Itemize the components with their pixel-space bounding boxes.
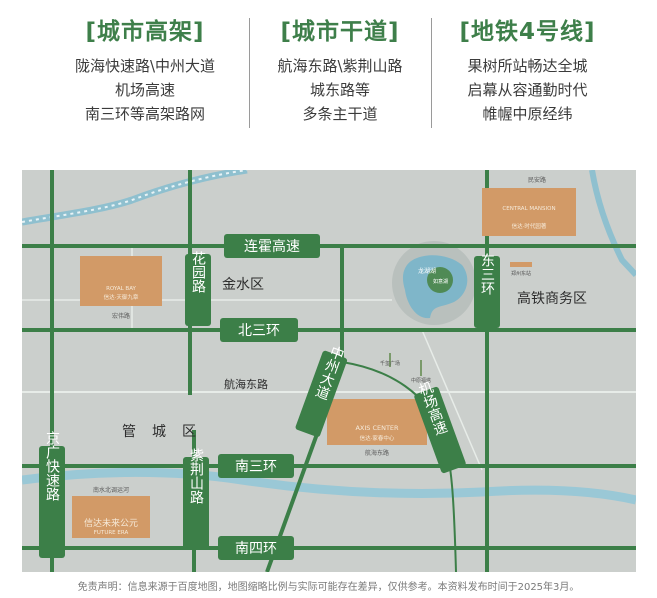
project-future-sub: FUTURE ERA — [94, 530, 129, 536]
project-royal-sub: 信达·天御九章 — [104, 293, 139, 301]
river — [22, 170, 248, 226]
road-badge-jingguang[interactable]: 京广快速路 — [39, 431, 65, 558]
road-badge-zijingshan[interactable]: 紫荆山路 — [183, 448, 209, 549]
col-line: 果树所站畅达全城 — [467, 57, 588, 75]
map-canvas: 龙湖湖 如意湖 ROYAL BAY 信达·天御九章 CENTRAL MANSIO… — [22, 170, 636, 572]
district-guancheng: 管城区 — [122, 424, 212, 440]
col-line: 航海东路\紫荆山路 — [277, 57, 403, 75]
road-badge-nansihuan-text: 南四环 — [235, 541, 277, 557]
road-badge-nansihuan[interactable]: 南四环 — [218, 536, 294, 560]
project-royal-name: ROYAL BAY — [106, 286, 136, 292]
road-badge-nansanhuan-text: 南三环 — [235, 459, 277, 475]
project-future-tag: 南水北调运河 — [93, 486, 129, 494]
col-title: [地铁4号线] — [459, 19, 596, 45]
tower-icon — [420, 360, 422, 376]
road-minor — [421, 329, 483, 471]
lake-island — [427, 267, 453, 293]
road-badge-beisanhuan-text: 北三环 — [238, 323, 280, 339]
road-badge-lianhuo-text: 连霍高速 — [244, 238, 300, 255]
project-axis[interactable] — [327, 399, 427, 445]
river-south — [22, 467, 636, 505]
project-central[interactable] — [482, 188, 576, 236]
col-line: 陇海快速路\中州大道 — [74, 57, 216, 75]
road-badge-nansanhuan[interactable]: 南三环 — [218, 454, 294, 478]
project-axis-sub: 信达·家春中心 — [360, 434, 395, 442]
col-line: 帷幄中原经纬 — [482, 105, 573, 123]
divider — [431, 18, 432, 128]
project-central-name: CENTRAL MANSION — [502, 206, 555, 212]
col-line: 多条主干道 — [302, 105, 378, 123]
plaza-icon — [389, 353, 391, 367]
plaza-label: 千玺广场 — [380, 360, 400, 367]
lake-label: 龙湖湖 — [418, 267, 436, 275]
project-axis-name: AXIS CENTER — [355, 424, 399, 432]
col-title: [城市干道] — [280, 19, 400, 45]
header-col-highway: [城市高架] 陇海快速路\中州大道 机场高速 南三环等高架路网 — [50, 12, 240, 126]
col-title: [城市高架] — [85, 19, 205, 45]
divider — [249, 18, 250, 128]
col-line: 机场高速 — [114, 81, 175, 99]
road-badge-jingguang-text: 京广快速路 — [44, 431, 60, 501]
road-badge-huayuan-text: 花园路 — [190, 251, 206, 293]
project-royal-tag: 宏伟路 — [112, 312, 130, 320]
map[interactable]: 龙湖湖 如意湖 ROYAL BAY 信达·天御九章 CENTRAL MANSIO… — [22, 170, 636, 572]
road-badge-dongsanhuan-text: 东三环 — [479, 253, 495, 295]
project-future[interactable] — [72, 496, 150, 538]
road-label-hanghai: 航海东路 — [224, 377, 268, 391]
project-central-sub: 信达·时代园著 — [512, 222, 547, 230]
river-east — [589, 170, 636, 278]
district-jinshui: 金水区 — [222, 277, 264, 293]
project-axis-tag: 航海东路 — [365, 449, 389, 457]
road-badge-beisanhuan[interactable]: 北三环 — [220, 318, 298, 342]
col-line: 南三环等高架路网 — [84, 105, 205, 123]
disclaimer: 免责声明：信息来源于百度地图，地图缩略比例与实际可能存在差异，仅供参考。本资料发… — [77, 582, 580, 593]
island-label: 如意湖 — [433, 278, 448, 285]
project-future-name: 信达未来公元 — [84, 517, 138, 529]
road-badge-dongsanhuan[interactable]: 东三环 — [474, 253, 500, 328]
tower-label: 中原福塔 — [411, 377, 431, 384]
project-royal[interactable] — [80, 256, 162, 306]
district-gaotie: 高铁商务区 — [517, 290, 587, 307]
road-badge-zijingshan-text: 紫荆山路 — [188, 448, 204, 504]
header-col-metro: [地铁4号线] 果树所站畅达全城 启幕从容通勤时代 帷幄中原经纬 — [440, 12, 615, 126]
river-dots — [22, 170, 248, 223]
header: [城市高架] 陇海快速路\中州大道 机场高速 南三环等高架路网 [城市干道] 航… — [0, 0, 657, 170]
col-line: 城东路等 — [309, 81, 370, 99]
east-station-icon — [510, 262, 532, 267]
header-col-arterial: [城市干道] 航海东路\紫荆山路 城东路等 多条主干道 — [260, 12, 420, 126]
project-central-tag: 民安路 — [528, 176, 546, 184]
col-line: 启幕从容通勤时代 — [467, 81, 588, 99]
east-station-label: 郑州东站 — [511, 270, 531, 277]
road-badge-lianhuo[interactable]: 连霍高速 — [224, 234, 320, 258]
road-badge-huayuan[interactable]: 花园路 — [185, 251, 211, 326]
